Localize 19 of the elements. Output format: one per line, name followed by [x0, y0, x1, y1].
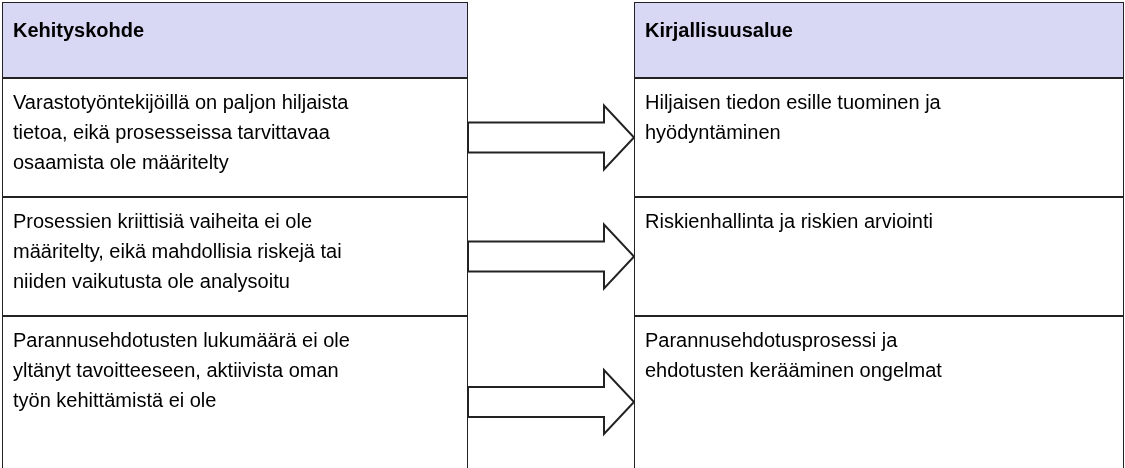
cell-text: Riskienhallinta ja riskien arviointi: [645, 209, 934, 234]
block-arrow: [467, 221, 636, 292]
table-cell: [2, 197, 468, 316]
table-cell: [634, 78, 1124, 197]
cell-text: Hiljaisen tiedon esille tuominen ja hyödyntäminen: [645, 90, 942, 145]
table-cell: [634, 316, 1124, 468]
block-arrow: [467, 367, 636, 437]
header-cell: [634, 2, 1124, 78]
column-heading: Kehityskohde: [13, 18, 146, 43]
table-cell: [2, 78, 468, 197]
cell-text: Parannusehdotusprosessi ja ehdotusten kerääminen ongelmat: [645, 328, 943, 383]
table-cell: [634, 197, 1124, 316]
cell-text: Prosessien kriittisiä vaiheita ei ole määritelty, eikä mahdollisia riskejä tai niiden vaikutusta ole analysoitu: [13, 209, 343, 294]
cell-text: Varastotyöntekijöillä on paljon hiljaista tietoa, eikä prosesseissa tarvittavaa osaamista ole määritelty: [13, 90, 350, 175]
column-heading: Kirjallisuusalue: [645, 18, 794, 43]
block-arrow: [467, 102, 636, 173]
header-cell: [2, 2, 468, 78]
cell-text: Parannusehdotusten lukumäärä ei ole yltänyt tavoitteeseen, aktiivista oman työn kehittämistä ei ole: [13, 328, 351, 413]
table-cell: [2, 316, 468, 468]
